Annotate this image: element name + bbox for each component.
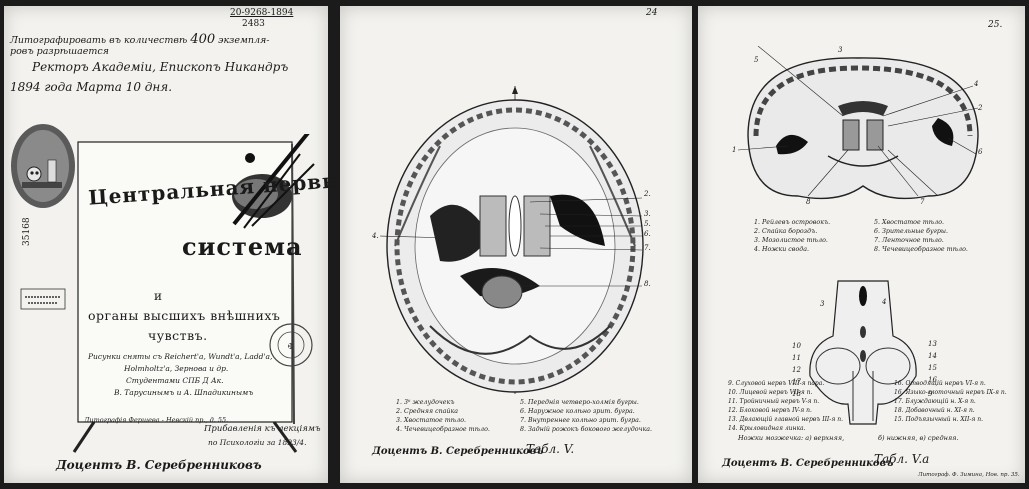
footer-peduncles-left: Ножки мозжечка: а) верхняя,	[738, 434, 844, 442]
brain-coronal-section-illustration	[738, 46, 988, 206]
title-and: и	[154, 289, 162, 303]
subtitle-line-1: органы высшихъ внѣшнихъ	[88, 308, 280, 323]
plate5-signature: Доцентъ В. Серебренниковъ	[372, 446, 543, 457]
legend-item: 8. Задній рожокъ бокового желудочка.	[520, 425, 652, 434]
imprimatur-line1b: экземпля-	[218, 35, 269, 46]
lithography-note: Литографія Фершева - Невскій пр., д. 55.	[84, 416, 228, 424]
callout-12: 12	[792, 366, 801, 374]
callout-11: 11	[792, 354, 801, 362]
plate5-label: Табл. V.	[526, 442, 574, 456]
plate-5a-page: 25. 5 3 4 2 6 1 7 8 1. Рейлевъ островокъ…	[698, 6, 1025, 483]
imprimatur-text: Литографировать въ количествѣ 400 экземп…	[10, 32, 270, 47]
plate5a-legend-bottom-left: 9. Слуховой нервъ VIII-я пара. 10. Лицев…	[728, 380, 843, 434]
callout-7: 7.	[644, 244, 651, 252]
legend-item: 15. Подъязычный н. XII-я п.	[894, 416, 1007, 425]
legend-item: 6. Зрительные бугры.	[874, 227, 968, 236]
callout-10: 10	[792, 342, 801, 350]
legend-item: 4. Чечевицеобразное тѣло.	[396, 425, 490, 434]
plate5a-legend-top-right: 5. Хвостатое тѣло. 6. Зрительные бугры. …	[874, 218, 968, 254]
callout-3: 3	[838, 46, 842, 54]
brain-horizontal-section-illustration	[380, 86, 650, 396]
legend-item: 8. Чечевицеобразное тѣло.	[874, 245, 968, 254]
plate5a-legend-top-left: 1. Рейлевъ островокъ. 2. Спайка бороздъ.…	[754, 218, 830, 254]
legend-item: 16. Отводящій нервъ VI-я п.	[894, 380, 1007, 389]
callout-14: 14	[928, 352, 937, 360]
imprimatur-line2: ровъ разрѣшается	[10, 46, 109, 57]
callout-3: 3.	[644, 210, 651, 218]
stamp-number-top: 20-9268-1894	[230, 8, 293, 18]
library-stamp-icon	[20, 288, 66, 310]
rector-line: Ректоръ Академіи, Епископъ Никандръ	[32, 60, 288, 74]
imprimatur-line1: Литографировать въ количествѣ	[10, 35, 187, 46]
legend-item: 5. Хвостатое тѣло.	[874, 218, 968, 227]
plate-5-page: 24 2. 3. 5. 6. 7. 8. 4. 1. 3ⁱⁱ желудочек…	[340, 6, 692, 483]
legend-item: 18. Добавочный н. XI-я п.	[894, 407, 1007, 416]
callout-5: 5	[754, 56, 758, 64]
callout-3: 3	[820, 300, 824, 308]
legend-item: 3. Мозолистое тѣло.	[754, 236, 830, 245]
plate5a-litho: Литограф. Ф. Зимина, Нов. пр. 35.	[918, 472, 1020, 478]
title-line-2: система	[182, 232, 303, 261]
side-inventory-number: 35168	[22, 217, 32, 246]
credits-line-1: Рисунки сняты съ Reichert'a, Wundt'a, La…	[88, 352, 272, 362]
title-page: 20-9268-1894 2483 Литографировать въ кол…	[4, 6, 328, 483]
legend-item: 2. Спайка бороздъ.	[754, 227, 830, 236]
legend-item: 7. Ленточное тѣло.	[874, 236, 968, 245]
page-number: 24	[646, 8, 657, 18]
appendix-line-1: Прибавленія къ лекціямъ	[204, 424, 321, 434]
plate5a-legend-bottom-right: 16. Отводящій нервъ VI-я п. 16. Языко-гл…	[894, 380, 1007, 425]
subtitle-line-2: чувствъ.	[148, 328, 208, 343]
appendix-line-2: по Психологіи за 1893/4.	[208, 438, 306, 447]
callout-4: 4	[882, 298, 886, 306]
footer-peduncles-right: б) нижняя, в) средняя.	[878, 434, 959, 442]
callout-5: 5.	[644, 220, 651, 228]
callout-13: 13	[928, 340, 937, 348]
legend-item: 1. Рейлевъ островокъ.	[754, 218, 830, 227]
callout-1: 1	[732, 146, 736, 154]
library-seal-icon: ✠	[268, 322, 314, 368]
legend-item: 3. Хвостатое тѣло.	[396, 416, 490, 425]
callout-7: 7	[920, 198, 924, 206]
legend-item: 5. Переднія четверо-холмія бугры.	[520, 398, 652, 407]
legend-item: 10. Лицевой нервъ VII-я п.	[728, 389, 843, 398]
credits-line-4: В. Тарусинымъ и А. Шпадикинымъ	[114, 388, 253, 398]
svg-text:✠: ✠	[288, 342, 295, 351]
callout-15: 15	[928, 364, 937, 372]
callout-4: 4.	[372, 232, 379, 240]
plate5a-signature: Доцентъ В. Серебренниковъ	[722, 458, 893, 469]
plate5a-label: Табл. V.а	[874, 452, 929, 466]
legend-item: 12. Блоковой нервъ IV-я п.	[728, 407, 843, 416]
callout-6: 6	[978, 148, 982, 156]
callout-4: 4	[974, 80, 978, 88]
legend-item: 6. Наружное колѣно зрит. бугра.	[520, 407, 652, 416]
callout-6: 6.	[644, 230, 651, 238]
legend-item: 4. Ножки свода.	[754, 245, 830, 254]
legend-item: 1. 3ⁱⁱ желудочекъ	[396, 398, 490, 407]
legend-item: 2. Средняя спайка	[396, 407, 490, 416]
legend-item: 9. Слуховой нервъ VIII-я пара.	[728, 380, 843, 389]
legend-item: 17. Блуждающій н. X-я п.	[894, 398, 1007, 407]
legend-item: 14. Крыловидная линка.	[728, 425, 843, 434]
legend-item: 11. Тройничный нервъ V-я п.	[728, 398, 843, 407]
callout-2: 2.	[644, 190, 651, 198]
date-line: 1894 года Марта 10 дня.	[10, 80, 172, 94]
imprimatur-count: 400	[190, 32, 215, 47]
credits-line-3: Студентами СПБ Д Ак.	[126, 376, 224, 386]
plate5-legend-right: 5. Переднія четверо-холмія бугры. 6. Нар…	[520, 398, 652, 434]
legend-item: 16. Языко-глоточный нервъ IX-я п.	[894, 389, 1007, 398]
legend-item: 7. Внутреннее колѣно зрит. бугра.	[520, 416, 652, 425]
stamp-number-bottom: 2483	[242, 19, 265, 29]
callout-2: 2	[978, 104, 982, 112]
callout-8: 8	[806, 198, 810, 206]
plate5-legend-left: 1. 3ⁱⁱ желудочекъ 2. Средняя спайка 3. Х…	[396, 398, 490, 434]
page-number: 25.	[988, 20, 1002, 30]
credits-line-2: Holmholtz'a, Зернова и др.	[124, 364, 228, 374]
title-page-signature: Доцентъ В. Серебренниковъ	[56, 458, 262, 472]
legend-item: 13. Двлающій главной нервъ III-я п.	[728, 416, 843, 425]
callout-8: 8.	[644, 280, 651, 288]
